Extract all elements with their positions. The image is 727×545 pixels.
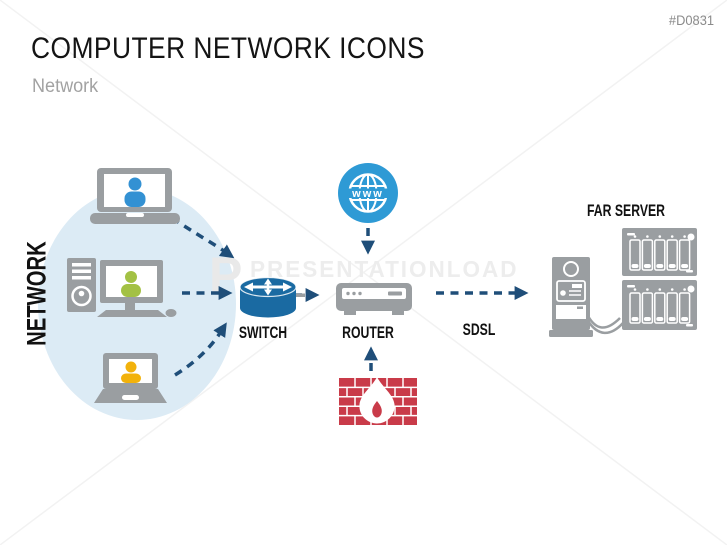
router-label: ROUTER (342, 323, 394, 342)
www-label: www (351, 188, 384, 200)
router-icon (336, 283, 412, 315)
tower-server-icon (549, 257, 593, 337)
far-server-label: FAR SERVER (586, 201, 665, 220)
rack-server-icon (622, 228, 697, 330)
sdsl-label: SDSL (462, 320, 496, 339)
desktop-computer-icon (67, 258, 177, 317)
server-cables (586, 315, 624, 335)
network-group-label: NETWORK (21, 241, 52, 346)
flame-icon (359, 377, 395, 424)
network-bubble (38, 188, 236, 420)
arrow-laptop-top-to-switch (171, 216, 235, 259)
page-title: COMPUTER NETWORK ICONS (31, 32, 425, 65)
keyboard-icon (97, 310, 167, 317)
arrow-laptop-bottom-to-switch (174, 322, 227, 377)
internet-globe-icon: www (338, 163, 398, 223)
laptop-top-icon (90, 168, 180, 224)
template-id-tag: #D0831 (668, 12, 714, 28)
page-subtitle: Network (32, 76, 99, 97)
laptop-bottom-icon (94, 353, 167, 403)
firewall-icon (339, 377, 417, 425)
user-yellow-icon (121, 361, 141, 383)
watermark-text: PRESENTATIONLOAD (250, 256, 519, 282)
mouse-icon (165, 309, 177, 317)
user-green-icon (121, 271, 141, 297)
user-blue-icon (124, 177, 146, 207)
switch-label: SWITCH (238, 323, 288, 342)
switch-icon (239, 276, 305, 318)
switch-arrows (244, 278, 292, 296)
